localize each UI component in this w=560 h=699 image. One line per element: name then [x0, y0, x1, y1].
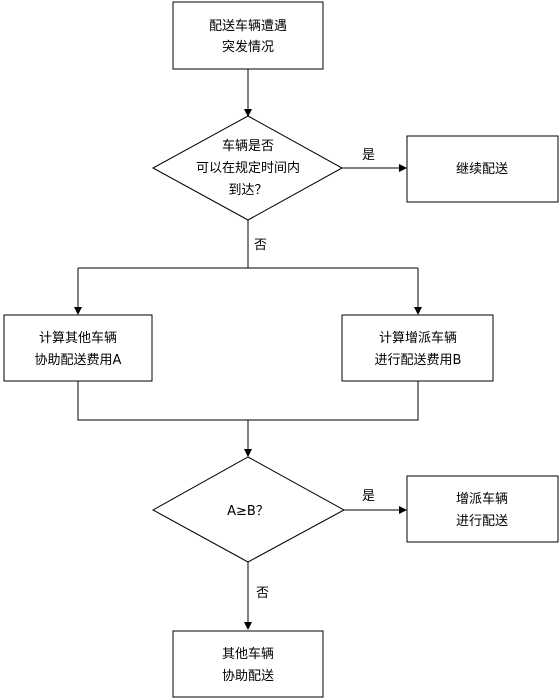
node-costB-line-2: 进行配送费用B: [375, 353, 462, 368]
node-costA-line-1: 计算其他车辆: [39, 330, 117, 346]
edge-label-d1-no: 否: [254, 238, 267, 253]
node-start-line-1: 配送车辆遭遇: [209, 18, 287, 34]
node-costA-line-2: 协助配送费用A: [35, 353, 122, 368]
node-decision1-line-2: 可以在规定时间内: [196, 160, 300, 176]
node-dispatch-line-2: 进行配送: [456, 514, 508, 529]
node-decision1-line-1: 车辆是否: [222, 138, 274, 154]
node-decision2: A≥B？: [151, 456, 346, 563]
node-dispatch-line-1: 增派车辆: [456, 491, 508, 507]
node-dispatch: 增派车辆 进行配送: [406, 475, 559, 543]
edge-label-d2-yes: 是: [362, 489, 375, 504]
node-costA: 计算其他车辆 协助配送费用A: [3, 314, 153, 382]
node-decision1-line-3: 到达？: [228, 183, 267, 198]
node-continue: 继续配送: [406, 135, 559, 203]
edge-merge: [77, 381, 419, 421]
node-assist: 其他车辆 协助配送: [172, 630, 324, 698]
node-costB: 计算增派车辆 进行配送费用B: [341, 314, 494, 382]
node-decision1: 车辆是否 可以在规定时间内 到达？: [151, 115, 344, 221]
node-start: 配送车辆遭遇 突发情况: [172, 1, 324, 70]
node-assist-line-2: 协助配送: [222, 669, 274, 684]
node-assist-line-1: 其他车辆: [222, 646, 274, 662]
node-decision2-line-1: A≥B？: [227, 504, 269, 519]
edge-label-d2-no: 否: [256, 586, 269, 601]
node-costB-line-1: 计算增派车辆: [379, 330, 457, 346]
node-continue-line-1: 继续配送: [456, 162, 508, 177]
node-start-line-2: 突发情况: [222, 39, 274, 55]
edge-label-d1-yes: 是: [362, 148, 375, 163]
